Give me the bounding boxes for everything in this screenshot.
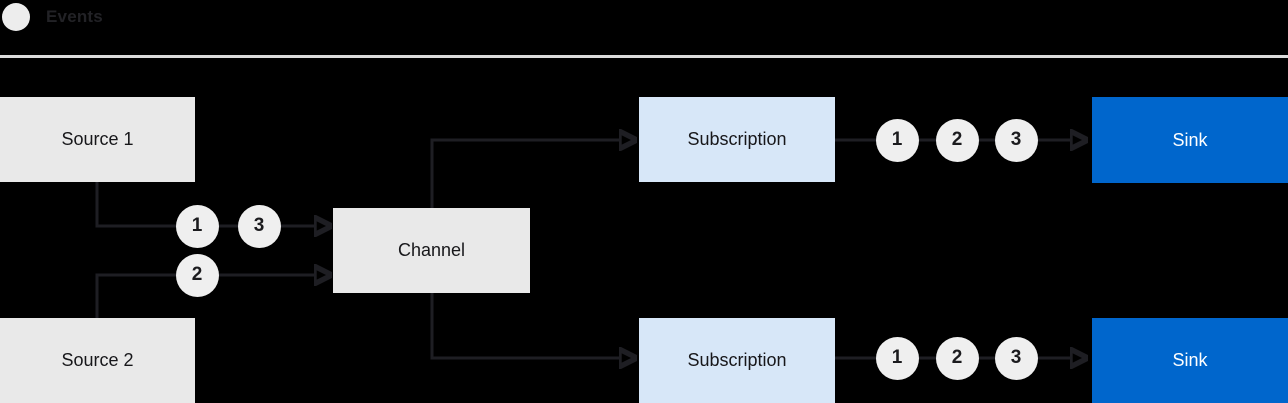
- sink-2-label: Sink: [1172, 350, 1208, 370]
- event-badge: 2: [935, 336, 979, 380]
- sink-1-label: Sink: [1172, 129, 1208, 150]
- connector-channel-to-subscription1: [430, 140, 619, 208]
- source-2-label: Source 2: [61, 350, 134, 370]
- subscription-2-label: Subscription: [687, 350, 787, 370]
- subscription-2-node: Subscription: [639, 318, 835, 403]
- sink-2-node: Sink: [1092, 318, 1288, 403]
- events-legend: Events: [2, 2, 103, 32]
- event-circle-icon: [2, 3, 30, 31]
- event-badge: 3: [994, 118, 1038, 162]
- subscription-1-label: Subscription: [687, 129, 787, 149]
- event-badge: 3: [994, 336, 1038, 380]
- event-badge: 3: [237, 204, 281, 248]
- event-badge: 1: [875, 118, 919, 162]
- event-badge: 1: [875, 336, 919, 380]
- events-legend-label: Events: [46, 7, 103, 26]
- sink-1-node: Sink: [1092, 97, 1288, 183]
- source-1-label: Source 1: [61, 129, 134, 149]
- channel-node: Channel: [333, 208, 530, 293]
- subscription-1-node: Subscription: [639, 97, 835, 182]
- event-badge: 2: [175, 253, 219, 297]
- event-badge: 2: [935, 118, 979, 162]
- source-1-node: Source 1: [0, 97, 195, 182]
- channel-label: Channel: [397, 240, 466, 260]
- legend-divider: [0, 55, 1288, 58]
- connector-channel-to-subscription2: [430, 293, 619, 358]
- event-badge: 1: [175, 204, 219, 248]
- source-2-node: Source 2: [0, 318, 195, 403]
